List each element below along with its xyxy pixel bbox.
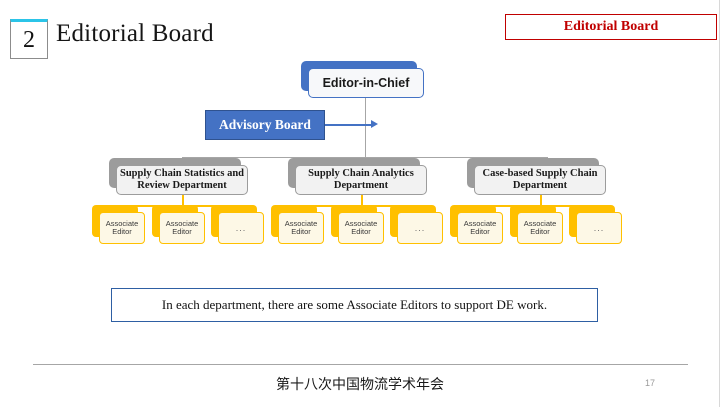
node-label: Editor-in-Chief xyxy=(308,68,424,98)
node-associate-editor-1-0[interactable]: Associate Editor xyxy=(271,205,324,244)
node-label: Supply Chain Statistics and Review Depar… xyxy=(116,165,248,195)
node-associate-editor-1-2[interactable]: ... xyxy=(390,205,443,244)
node-associate-editor-0-0[interactable]: Associate Editor xyxy=(92,205,145,244)
connector-yellow-trunk-0 xyxy=(182,195,184,206)
node-label: Case-based Supply Chain Department xyxy=(474,165,606,195)
node-label: ... xyxy=(397,212,443,244)
footer-page-number: 17 xyxy=(645,378,656,388)
footer-divider xyxy=(33,364,688,365)
node-label: Associate Editor xyxy=(338,212,384,244)
connector-trunk-vertical xyxy=(365,98,367,158)
corner-badge: Editorial Board xyxy=(505,14,717,40)
caption-box: In each department, there are some Assoc… xyxy=(111,288,598,322)
node-associate-editor-2-1[interactable]: Associate Editor xyxy=(510,205,563,244)
node-associate-editor-0-1[interactable]: Associate Editor xyxy=(152,205,205,244)
node-advisory-board[interactable]: Advisory Board xyxy=(205,110,325,140)
node-label: Associate Editor xyxy=(457,212,503,244)
connector-yellow-trunk-2 xyxy=(540,195,542,206)
advisory-arrow-line xyxy=(325,124,373,126)
caption-text: In each department, there are some Assoc… xyxy=(161,297,548,312)
node-label: Associate Editor xyxy=(517,212,563,244)
node-label: Associate Editor xyxy=(278,212,324,244)
node-associate-editor-2-2[interactable]: ... xyxy=(569,205,622,244)
slide-number: 2 xyxy=(23,26,35,53)
node-associate-editor-0-2[interactable]: ... xyxy=(211,205,264,244)
node-label: Associate Editor xyxy=(99,212,145,244)
node-label: Advisory Board xyxy=(219,117,311,132)
slide-number-box: 2 xyxy=(10,19,48,59)
node-editor-in-chief[interactable]: Editor-in-Chief xyxy=(301,61,424,98)
node-label: ... xyxy=(218,212,264,244)
node-label: ... xyxy=(576,212,622,244)
node-department-1[interactable]: Supply Chain Analytics Department xyxy=(288,158,427,195)
node-department-2[interactable]: Case-based Supply Chain Department xyxy=(467,158,606,195)
node-associate-editor-2-0[interactable]: Associate Editor xyxy=(450,205,503,244)
corner-badge-label: Editorial Board xyxy=(563,19,659,34)
node-label: Associate Editor xyxy=(159,212,205,244)
advisory-arrow-head-icon xyxy=(371,120,378,128)
footer-conference-name: 第十八次中国物流学术年会 xyxy=(276,377,444,393)
connector-yellow-trunk-1 xyxy=(361,195,363,206)
node-department-0[interactable]: Supply Chain Statistics and Review Depar… xyxy=(109,158,248,195)
page-title: Editorial Board xyxy=(56,20,214,47)
connector-department-bus xyxy=(182,157,548,159)
node-label: Supply Chain Analytics Department xyxy=(295,165,427,195)
node-associate-editor-1-1[interactable]: Associate Editor xyxy=(331,205,384,244)
